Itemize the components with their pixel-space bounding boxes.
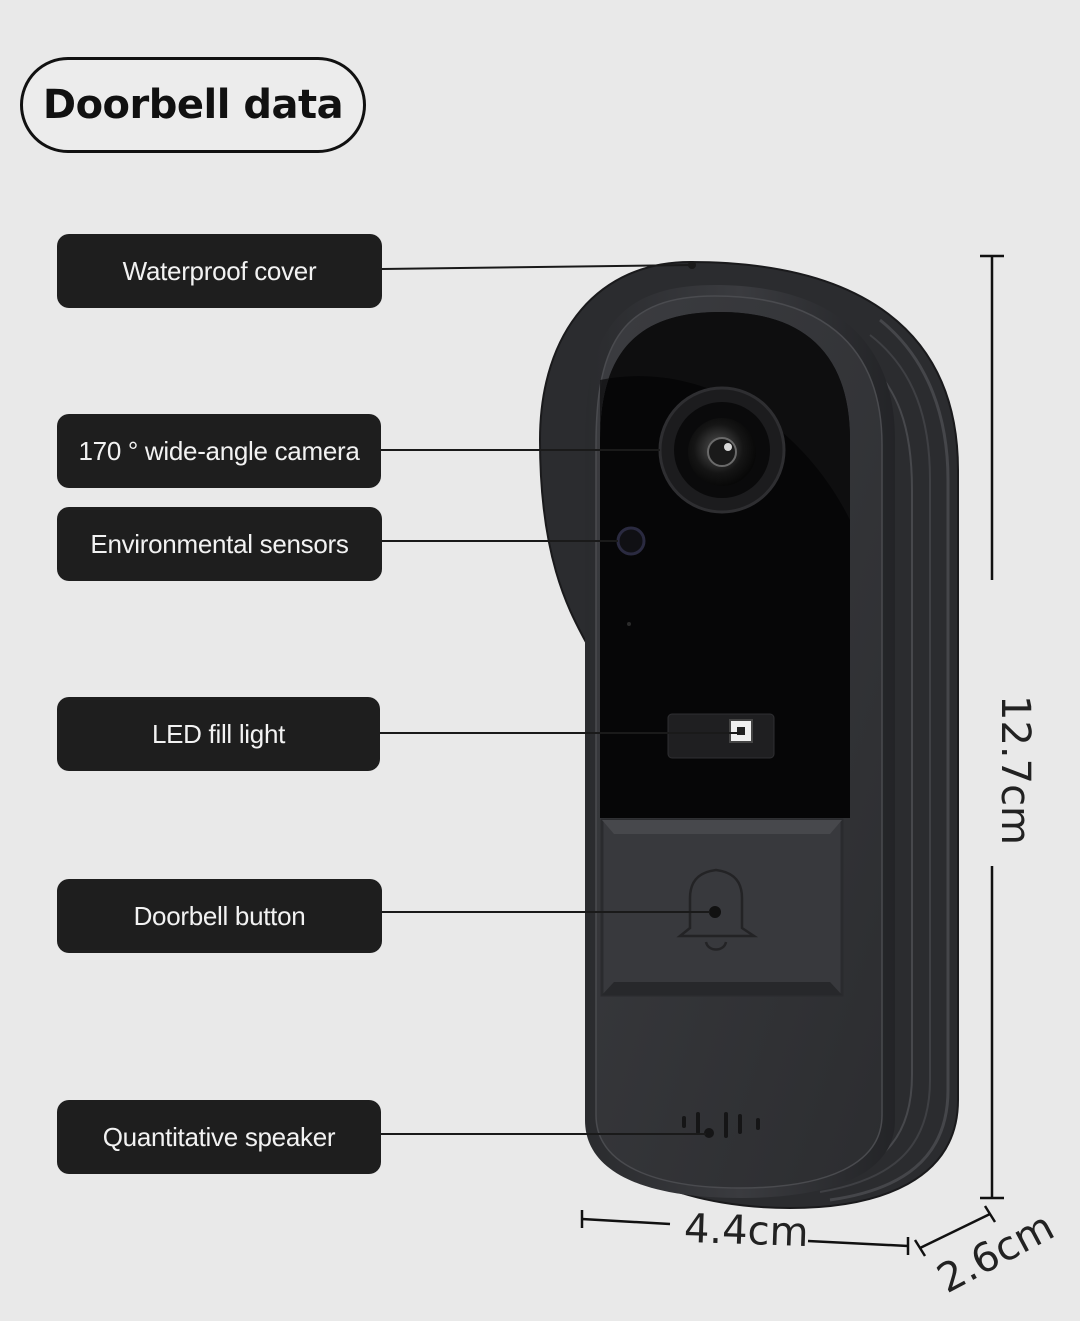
label-doorbell-button: Doorbell button <box>57 879 382 953</box>
label-quantitative-speaker-text: Quantitative speaker <box>102 1121 336 1152</box>
led-fill-light <box>667 713 775 759</box>
width-dimension-label: 4.4cm <box>683 1205 810 1257</box>
page-title: Doorbell data <box>42 82 344 128</box>
label-environmental-sensors: Environmental sensors <box>57 507 382 581</box>
label-camera-text: 170 ° wide-angle camera <box>78 435 360 466</box>
page-title-pill: Doorbell data <box>20 57 366 153</box>
label-waterproof-cover-text: Waterproof cover <box>122 255 317 286</box>
label-quantitative-speaker: Quantitative speaker <box>57 1100 381 1174</box>
label-environmental-sensors-text: Environmental sensors <box>90 528 349 559</box>
height-dimension-label: 12.7cm <box>992 695 1038 846</box>
label-camera: 170 ° wide-angle camera <box>57 414 381 488</box>
leader-line-cover <box>381 264 693 270</box>
label-waterproof-cover: Waterproof cover <box>57 234 382 308</box>
label-led-fill-light-text: LED fill light <box>151 718 286 749</box>
environmental-sensor <box>616 526 646 556</box>
speaker-grille <box>682 1112 760 1138</box>
bell-icon <box>676 868 759 938</box>
leader-lines <box>380 264 740 1135</box>
doorbell-button-shape <box>600 818 844 997</box>
label-doorbell-button-text: Doorbell button <box>133 900 306 931</box>
dimension-lines <box>580 254 1004 1257</box>
label-led-fill-light: LED fill light <box>57 697 380 771</box>
